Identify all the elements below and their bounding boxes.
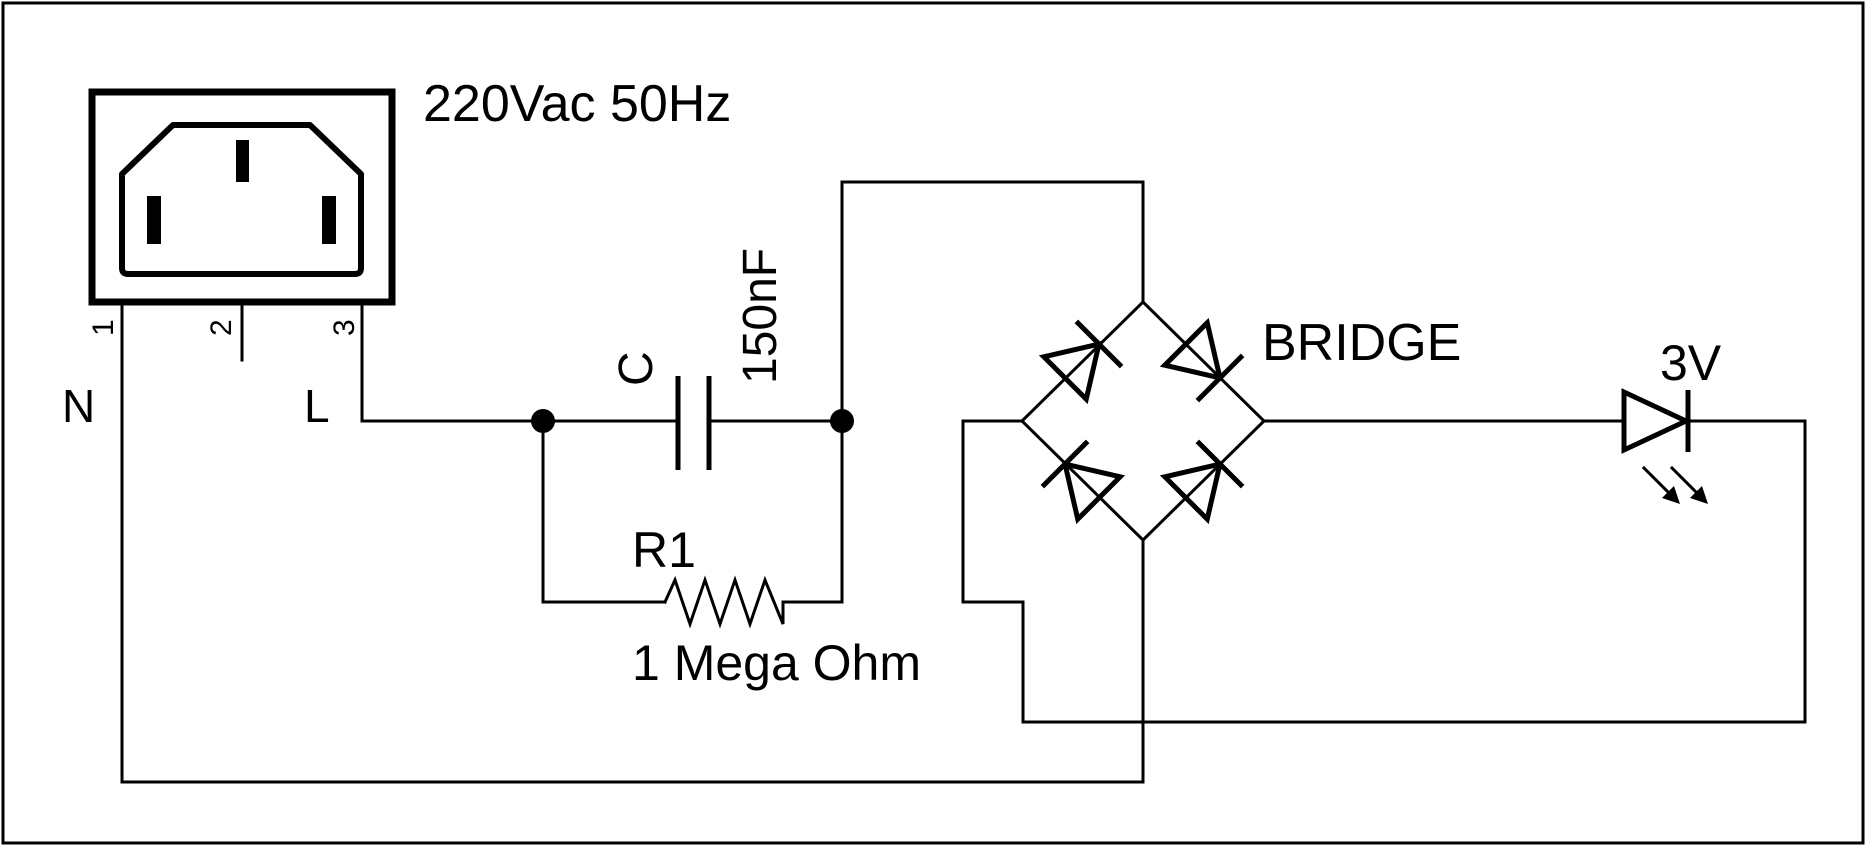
- led-symbol: [1621, 388, 1708, 504]
- wires: [120, 180, 1807, 784]
- line-wire: [360, 302, 545, 423]
- led-label: 3V: [1660, 335, 1722, 391]
- led-return-wire: [961, 419, 1807, 724]
- line-label: L: [304, 380, 330, 432]
- bridge-rectifier: [1019, 299, 1267, 543]
- junction-node-b: [830, 409, 854, 433]
- bridge-diode-top-right: [1159, 317, 1245, 403]
- neutral-wire: [120, 302, 1145, 784]
- supply-label: 220Vac 50Hz: [423, 75, 731, 133]
- resistor-symbol: [663, 575, 785, 629]
- pin-2-label: 2: [205, 319, 238, 336]
- resistor-value: 1 Mega Ohm: [632, 635, 921, 691]
- bridge-diode-top-left: [1038, 319, 1124, 405]
- pin-3-label: 3: [328, 319, 361, 336]
- bridge-label: BRIDGE: [1262, 314, 1461, 372]
- capacitor-symbol: [675, 376, 712, 470]
- neutral-label: N: [62, 380, 95, 432]
- inlet-neutral-pin: [147, 196, 161, 244]
- inlet-socket-outline: [119, 122, 364, 277]
- inlet-housing: [88, 88, 396, 306]
- power-inlet-connector: [88, 88, 396, 306]
- inlet-earth-pin: [236, 140, 249, 182]
- capacitor-value: 150nF: [734, 248, 787, 384]
- capacitor-name: C: [610, 351, 663, 386]
- resistor-name: R1: [632, 522, 696, 578]
- bridge-diamond: [1019, 299, 1267, 543]
- bridge-top-wire: [840, 180, 1145, 423]
- junction-node-a: [531, 409, 555, 433]
- bridge-diode-bottom-left: [1040, 439, 1126, 525]
- inlet-line-pin: [322, 196, 336, 244]
- pin-1-label: 1: [87, 319, 120, 336]
- bridge-diode-bottom-right: [1159, 439, 1245, 525]
- led-light-arrows: [1641, 465, 1708, 504]
